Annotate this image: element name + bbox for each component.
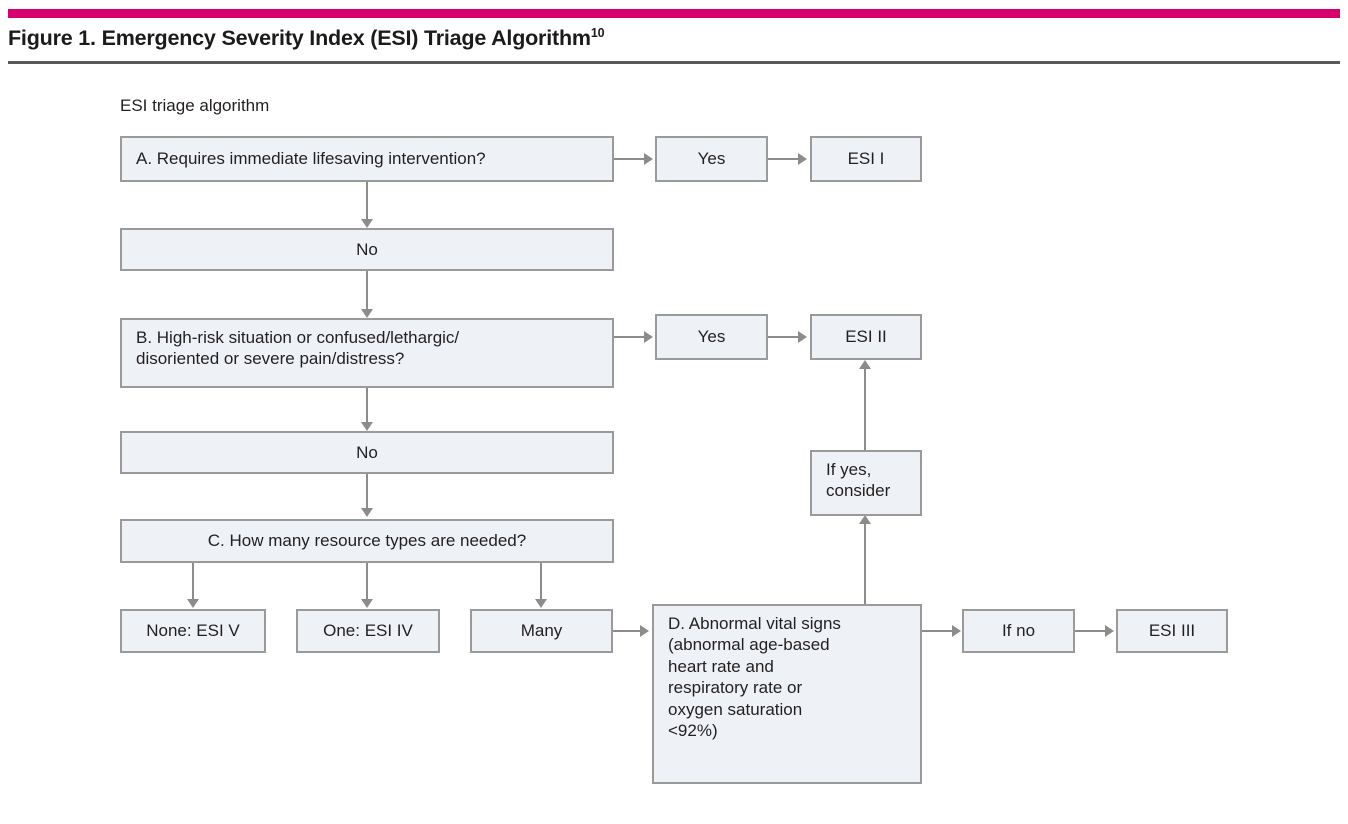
connector-c-to-many bbox=[540, 563, 542, 599]
node-question-d-line1: D. Abnormal vital signs bbox=[668, 614, 841, 633]
arrowhead-b-to-no bbox=[361, 422, 373, 431]
connector-ifno-to-esi3 bbox=[1075, 630, 1105, 632]
node-question-a: A. Requires immediate lifesaving interve… bbox=[120, 136, 614, 182]
connector-d-to-ifno bbox=[922, 630, 952, 632]
node-no-b: No bbox=[120, 431, 614, 474]
node-result-none: None: ESI V bbox=[120, 609, 266, 653]
node-if-yes-consider: If yes, consider bbox=[810, 450, 922, 516]
node-esi-2: ESI II bbox=[810, 314, 922, 360]
node-result-one-label: One: ESI IV bbox=[323, 621, 413, 641]
node-result-many: Many bbox=[470, 609, 613, 653]
node-no-a-label: No bbox=[356, 239, 378, 259]
connector-c-to-none bbox=[192, 563, 194, 599]
node-esi-3: ESI III bbox=[1116, 609, 1228, 653]
connector-no-to-c bbox=[366, 474, 368, 508]
node-yes-a: Yes bbox=[655, 136, 768, 182]
connector-d-to-ifyes bbox=[864, 524, 866, 604]
node-question-d-line6: <92%) bbox=[668, 721, 718, 741]
connector-a-to-no bbox=[366, 182, 368, 219]
arrowhead-ifno-to-esi3 bbox=[1105, 625, 1114, 637]
figure-title-reference: 10 bbox=[590, 25, 605, 40]
arrowhead-d-to-ifno bbox=[952, 625, 961, 637]
node-esi-1: ESI I bbox=[810, 136, 922, 182]
connector-no-to-b bbox=[366, 271, 368, 309]
connector-yes-to-esi1 bbox=[768, 158, 798, 160]
node-result-one: One: ESI IV bbox=[296, 609, 440, 653]
node-question-b-line2: disoriented or severe pain/distress? bbox=[136, 349, 405, 369]
node-question-d-line2: (abnormal age-based bbox=[668, 635, 830, 655]
arrowhead-c-to-one bbox=[361, 599, 373, 608]
figure-title-text: Figure 1. Emergency Severity Index (ESI)… bbox=[8, 26, 591, 50]
node-question-c: C. How many resource types are needed? bbox=[120, 519, 614, 563]
node-yes-b-label: Yes bbox=[697, 327, 726, 347]
arrowhead-c-to-many bbox=[535, 599, 547, 608]
node-result-none-label: None: ESI V bbox=[146, 621, 240, 641]
arrowhead-no-to-b bbox=[361, 309, 373, 318]
node-question-c-label: C. How many resource types are needed? bbox=[207, 531, 527, 551]
node-no-a: No bbox=[120, 228, 614, 271]
accent-bar bbox=[8, 9, 1340, 18]
node-question-b: B. High-risk situation or confused/letha… bbox=[120, 318, 614, 388]
node-question-d-line5: oxygen saturation bbox=[668, 699, 803, 719]
arrowhead-yes-to-esi2 bbox=[798, 331, 807, 343]
node-if-yes-line1: If yes, bbox=[826, 460, 872, 479]
node-question-d: D. Abnormal vital signs (abnormal age-ba… bbox=[652, 604, 922, 784]
node-esi-3-label: ESI III bbox=[1148, 621, 1196, 641]
connector-b-to-no bbox=[366, 388, 368, 422]
figure-title: Figure 1. Emergency Severity Index (ESI)… bbox=[8, 26, 1328, 51]
node-question-b-line1: B. High-risk situation or confused/letha… bbox=[136, 328, 460, 347]
node-yes-b: Yes bbox=[655, 314, 768, 360]
node-esi-2-label: ESI II bbox=[845, 327, 887, 347]
node-if-no-label: If no bbox=[1001, 621, 1036, 641]
node-if-yes-line2: consider bbox=[826, 481, 891, 501]
arrowhead-a-to-no bbox=[361, 219, 373, 228]
connector-b-to-yes bbox=[614, 336, 644, 338]
node-esi-1-label: ESI I bbox=[847, 149, 885, 169]
arrowhead-yes-to-esi1 bbox=[798, 153, 807, 165]
node-no-b-label: No bbox=[356, 442, 378, 462]
chart-caption: ESI triage algorithm bbox=[120, 96, 270, 115]
connector-c-to-one bbox=[366, 563, 368, 599]
connector-yes-to-esi2 bbox=[768, 336, 798, 338]
arrowhead-c-to-none bbox=[187, 599, 199, 608]
arrowhead-b-to-yes bbox=[644, 331, 653, 343]
arrowhead-no-to-c bbox=[361, 508, 373, 517]
node-yes-a-label: Yes bbox=[697, 149, 726, 169]
node-if-no: If no bbox=[962, 609, 1075, 653]
node-result-many-label: Many bbox=[520, 621, 563, 641]
node-question-d-line4: respiratory rate or bbox=[668, 678, 803, 698]
arrowhead-ifyes-to-esi2 bbox=[859, 360, 871, 369]
connector-a-to-yes bbox=[614, 158, 644, 160]
title-rule bbox=[8, 61, 1340, 64]
node-question-d-line3: heart rate and bbox=[668, 656, 774, 676]
connector-many-to-d bbox=[613, 630, 640, 632]
arrowhead-many-to-d bbox=[640, 625, 649, 637]
node-question-a-label: A. Requires immediate lifesaving interve… bbox=[136, 149, 486, 169]
arrowhead-d-to-ifyes bbox=[859, 515, 871, 524]
connector-ifyes-to-esi2 bbox=[864, 369, 866, 450]
arrowhead-a-to-yes bbox=[644, 153, 653, 165]
